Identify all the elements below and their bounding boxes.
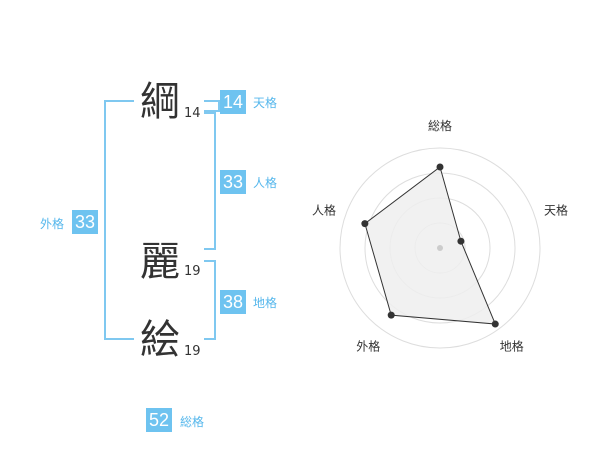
radar-axis-label-1: 総格: [428, 118, 452, 133]
radar-point-4: [387, 311, 395, 319]
radar-axis-label-2: 天格: [544, 202, 568, 217]
soukaku-label: 総格: [180, 415, 205, 429]
tenkaku-value-badge: 14: [220, 90, 247, 114]
radar-axis-label-5: 人格: [312, 202, 336, 217]
name-char-1: 綱: [140, 79, 180, 125]
tenkaku-bracket: [204, 100, 220, 112]
stroke-count-2: 19: [184, 264, 201, 279]
radar-point-3: [491, 320, 499, 328]
radar-axis-label-3: 地格: [500, 339, 524, 354]
radar-ring-4: [339, 147, 541, 349]
tenkaku-label: 天格: [253, 96, 278, 110]
name-char-3: 絵: [140, 317, 180, 363]
chikaku-value-badge: 38: [220, 290, 247, 314]
gaikaku-value-badge: 33: [72, 210, 99, 234]
radar-polygon: [364, 166, 497, 325]
gaikaku-label: 外格: [40, 217, 65, 231]
chikaku-label: 地格: [253, 296, 278, 310]
jinkaku-value-badge: 33: [220, 170, 247, 194]
stroke-count-1: 14: [184, 106, 201, 121]
chikaku-bracket: [204, 260, 216, 340]
radar-point-2: [457, 237, 465, 245]
radar-point-1: [436, 163, 444, 171]
jinkaku-bracket: [204, 112, 216, 250]
radar-point-5: [361, 220, 369, 228]
radar-points: [361, 163, 499, 328]
stroke-count-3: 19: [184, 344, 201, 359]
soukaku-value-badge: 52: [146, 408, 173, 432]
gaikaku-bracket: [104, 100, 134, 340]
radar-axis-label-4: 外格: [356, 339, 380, 354]
name-char-2: 麗: [140, 239, 180, 285]
jinkaku-label: 人格: [253, 176, 278, 190]
radar-center-dot: [437, 245, 443, 251]
